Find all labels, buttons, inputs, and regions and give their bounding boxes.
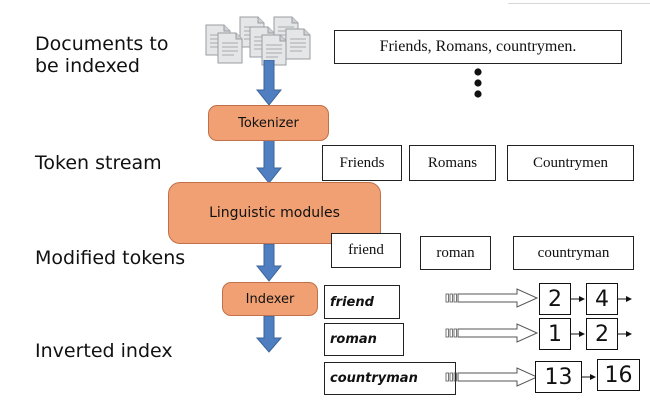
label-token-stream: Token stream (35, 152, 162, 174)
posting-cell: 2 (539, 283, 571, 315)
dictionary-term: countryman (324, 362, 456, 395)
pointer-arrow-icon (445, 367, 539, 387)
down-arrow-icon (256, 316, 282, 353)
indexer-box: Indexer (222, 282, 318, 316)
pointer-arrow-icon (445, 288, 539, 308)
pointer-arrow-icon (445, 323, 539, 343)
posting-cell: 16 (597, 359, 640, 391)
document-text-box: Friends, Romans, countrymen. (334, 30, 622, 64)
token-box: Countrymen (507, 145, 634, 181)
top-tab-edge (508, 0, 650, 4)
label-documents: Documents to be indexed (35, 33, 168, 77)
tokenizer-box: Tokenizer (208, 105, 329, 141)
label-modified-tokens: Modified tokens (35, 247, 186, 269)
modified-token-box: roman (420, 236, 491, 270)
down-arrow-icon (256, 140, 282, 184)
posting-cell: 13 (535, 361, 582, 393)
modified-token-box: countryman (513, 236, 634, 270)
posting-cell: 1 (539, 318, 571, 350)
vertical-ellipsis-icon (474, 68, 482, 98)
posting-cell: 2 (586, 318, 618, 350)
down-arrow-icon (256, 244, 282, 282)
label-documents-line2: be indexed (35, 55, 140, 77)
label-inverted-index: Inverted index (35, 340, 173, 362)
label-documents-line1: Documents to (35, 33, 169, 55)
down-arrow-icon (256, 60, 282, 106)
dictionary-term: friend (324, 285, 400, 319)
posting-cell: 4 (586, 283, 618, 315)
modified-token-box: friend (331, 233, 401, 268)
token-box: Romans (409, 145, 496, 181)
token-box: Friends (322, 145, 402, 181)
dictionary-term: roman (324, 323, 404, 356)
